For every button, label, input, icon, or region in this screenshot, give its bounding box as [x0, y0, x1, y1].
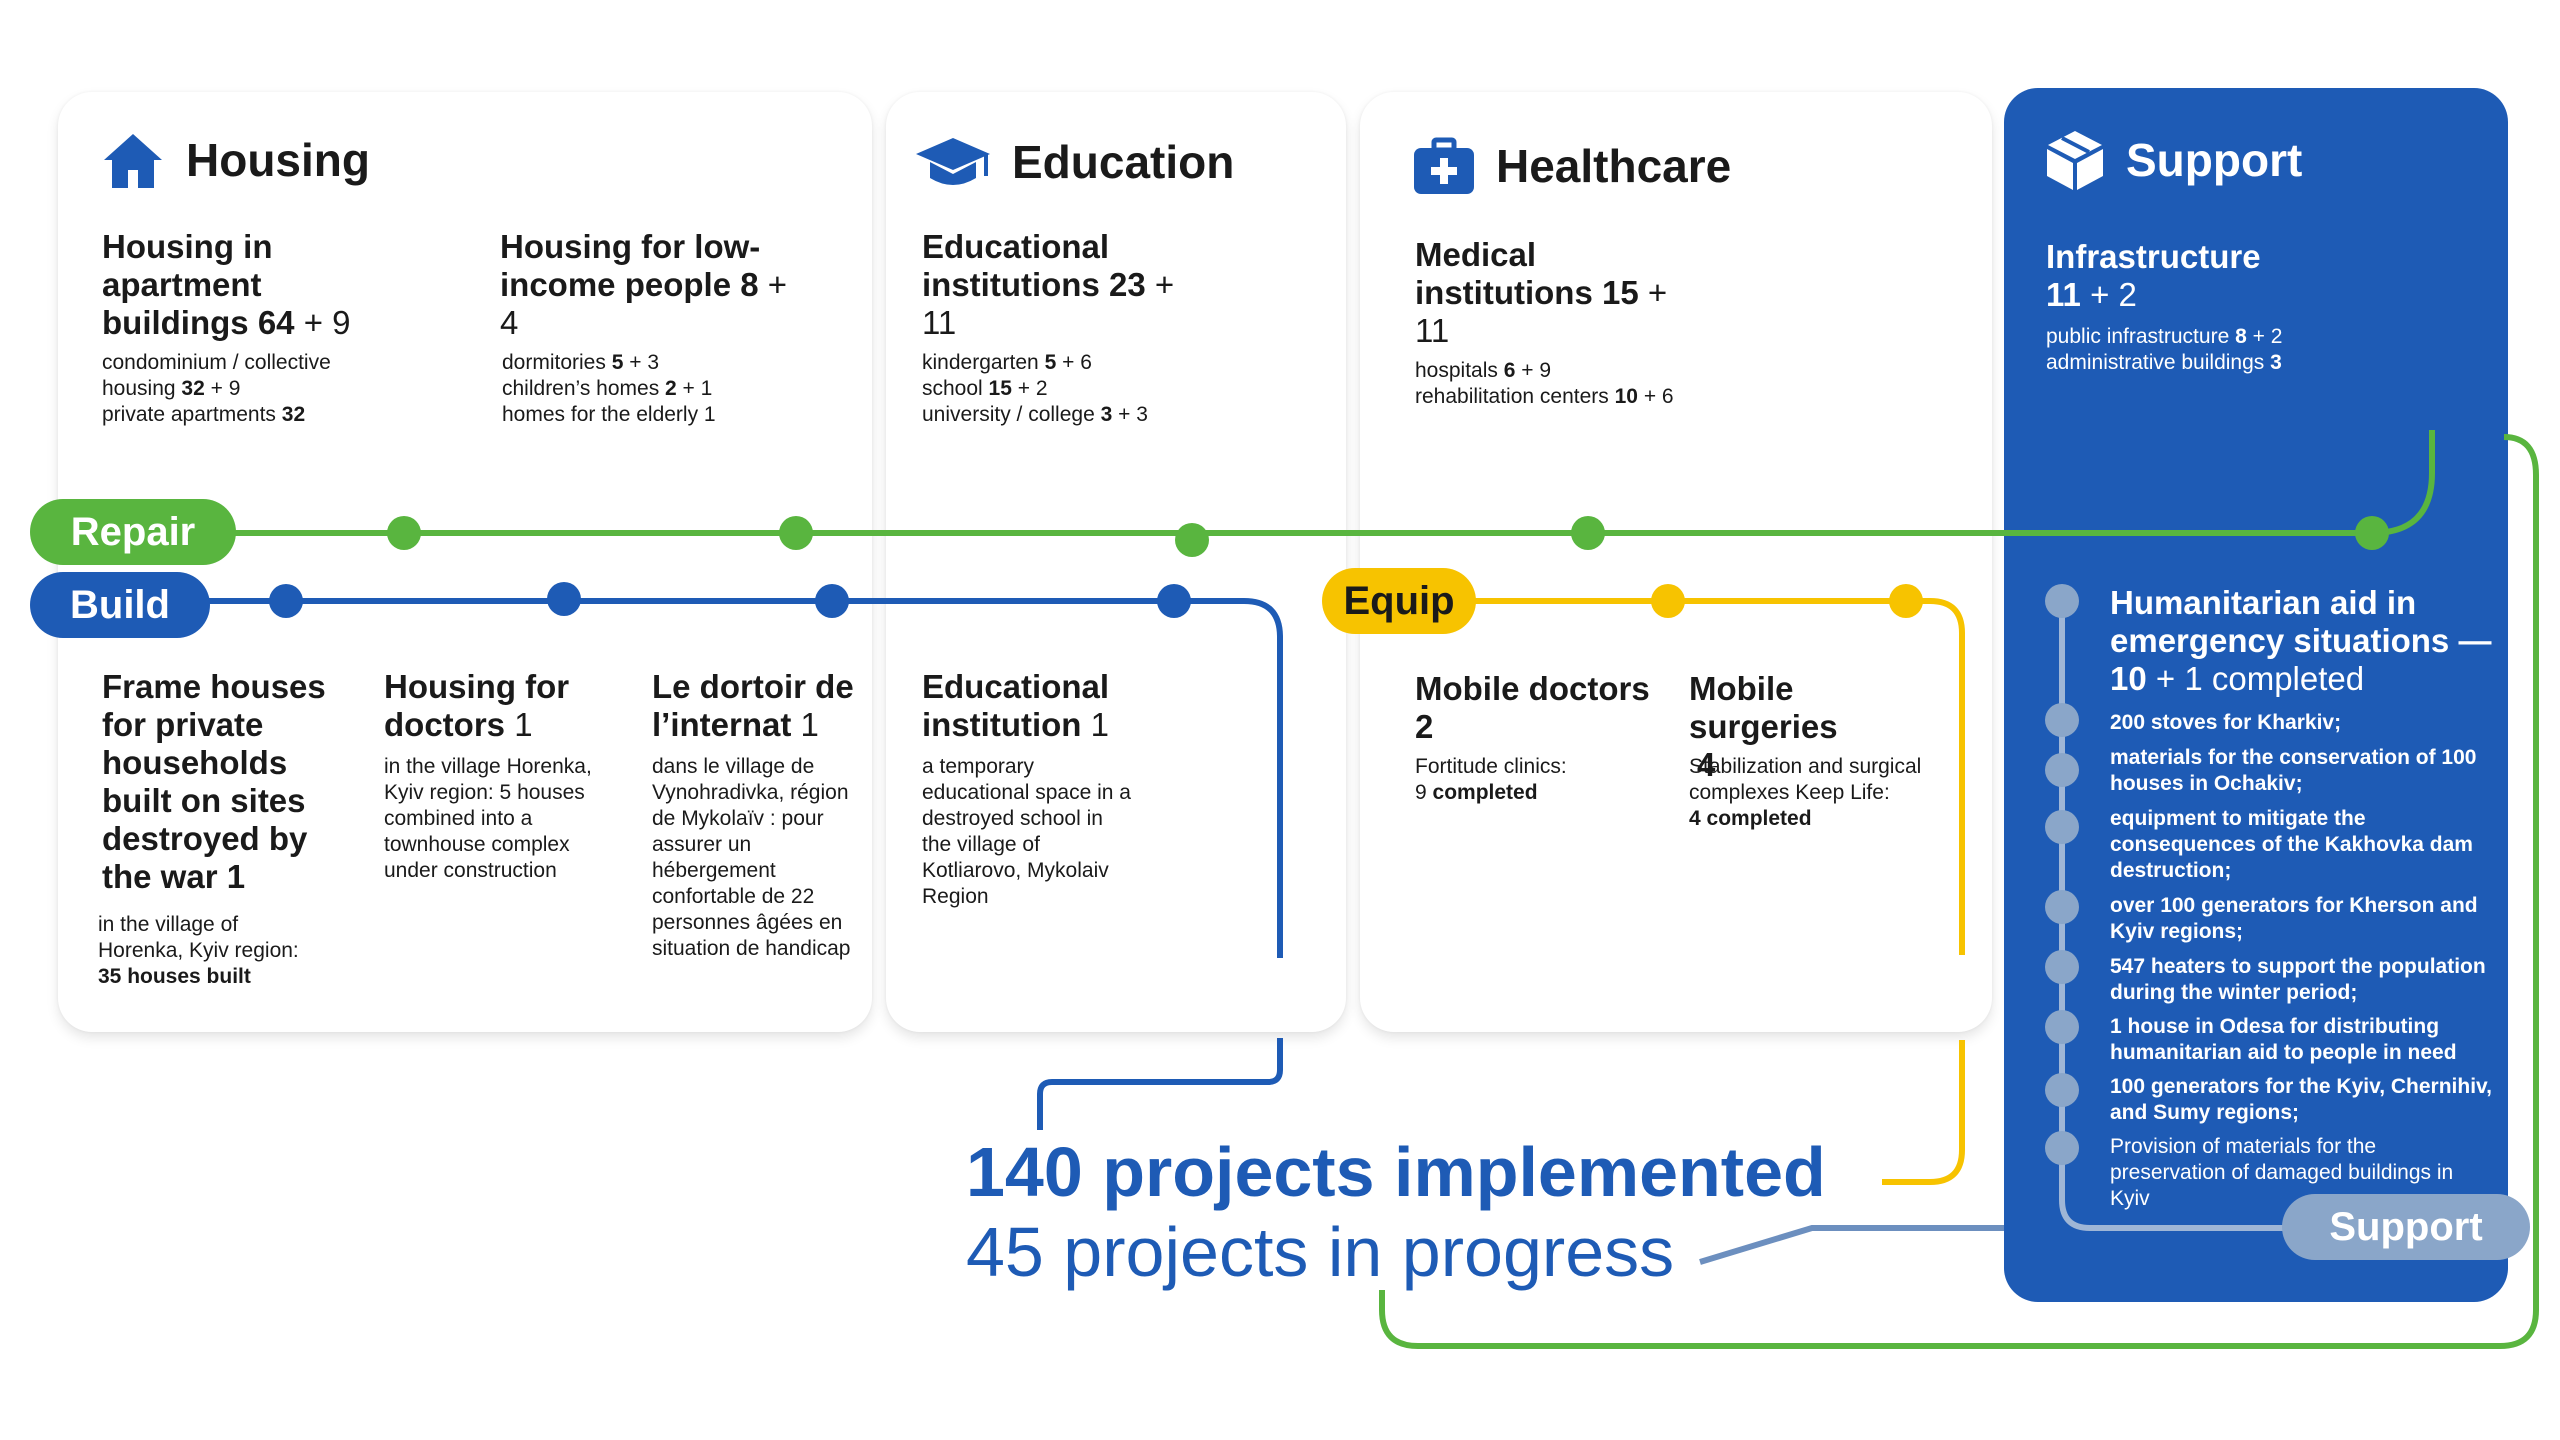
support-dot: [2045, 810, 2079, 844]
housing-apartment-details: condominium / collective housing 32 + 9 …: [102, 351, 331, 426]
build-dortoir-details: dans le village de Vynohradivka, région …: [652, 755, 851, 960]
build-dot: [815, 584, 849, 618]
support-line: [2059, 600, 2300, 1231]
healthcare-medical-title: Medical institutions 15 + 11: [1415, 236, 1668, 349]
education-header: Education: [914, 134, 1234, 190]
support-dot: [2045, 1010, 2079, 1044]
repair-pill: Repair: [30, 499, 236, 565]
equip-doctors-title: Mobile doctors 2: [1415, 670, 1650, 745]
aid-item: Provision of materials for the preservat…: [2110, 1135, 2454, 1210]
support-header: Support: [2044, 128, 2302, 192]
medical-kit-icon: [1414, 137, 1474, 194]
support-dot: [2045, 703, 2079, 737]
education-institutions-details: kindergarten 5 + 6 school 15 + 2 univers…: [922, 351, 1148, 426]
support-aid-title: Humanitarian aid in emergency situations…: [2110, 584, 2492, 697]
equip-dot: [1651, 584, 1685, 618]
equip-to-total-line: [1882, 1040, 1965, 1185]
build-frame-title: Frame houses for private households buil…: [102, 668, 326, 895]
support-pill: Support: [2282, 1194, 2530, 1260]
healthcare-card: [1360, 92, 1992, 1032]
support-dot: [2045, 753, 2079, 787]
support-dot: [2045, 584, 2079, 618]
equip-dot: [1889, 584, 1923, 618]
support-infrastructure-details: public infrastructure 8 + 2 administrati…: [2046, 325, 2283, 374]
build-doctors-title: Housing for doctors 1: [384, 668, 570, 743]
aid-item: 100 generators for the Kyiv, Chernihiv, …: [2110, 1075, 2492, 1124]
repair-to-total-line: [1379, 434, 2539, 1349]
aid-item: 547 heaters to support the population du…: [2110, 955, 2486, 1004]
aid-item: over 100 generators for Kherson and Kyiv…: [2110, 894, 2478, 943]
housing-lowincome-details: dormitories 5 + 3 children’s homes 2 + 1…: [502, 351, 716, 426]
equip-line: [1420, 598, 1965, 955]
education-title: Education: [1012, 136, 1235, 188]
housing-lowincome-title: Housing for low-income people 8 + 4: [500, 228, 788, 341]
build-frame-details: in the village of Horenka, Kyiv region: …: [98, 913, 299, 988]
build-to-total-line: [1037, 1038, 1283, 1130]
support-title: Support: [2126, 134, 2303, 186]
graduation-cap-icon: [916, 138, 990, 185]
build-edu-title: Educational institution 1: [922, 668, 1110, 743]
healthcare-header: Healthcare: [1412, 136, 1731, 196]
support-dot: [2045, 1131, 2079, 1165]
repair-dot: [1571, 516, 1605, 550]
support-to-total-line: [1699, 1225, 2004, 1265]
equip-pill: Equip: [1322, 568, 1476, 634]
support-dot: [2045, 890, 2079, 924]
repair-dot: [779, 516, 813, 550]
build-dot: [269, 584, 303, 618]
build-dot: [547, 582, 581, 616]
build-line: [140, 598, 1283, 958]
support-card: [2004, 88, 2508, 1302]
projects-implemented: 140 projects implemented: [966, 1133, 1826, 1211]
repair-dot: [1175, 523, 1209, 557]
support-dot: [2045, 1073, 2079, 1107]
build-pill: Build: [30, 572, 210, 638]
repair-dot: [387, 516, 421, 550]
housing-title: Housing: [186, 134, 370, 186]
repair-dot: [2355, 516, 2389, 550]
healthcare-title: Healthcare: [1496, 140, 1732, 192]
build-edu-details: a temporary educational space in a destr…: [922, 755, 1131, 908]
aid-item: 200 stoves for Kharkiv;: [2110, 711, 2342, 734]
aid-item: 1 house in Odesa for distributing humani…: [2110, 1015, 2457, 1064]
house-icon: [104, 134, 162, 188]
education-institutions-title: Educational institutions 23 + 11: [922, 228, 1175, 341]
healthcare-medical-details: hospitals 6 + 9 rehabilitation centers 1…: [1415, 359, 1674, 408]
support-dot: [2045, 950, 2079, 984]
aid-item: equipment to mitigate the consequences o…: [2110, 807, 2473, 882]
repair-line: [140, 430, 2435, 536]
box-icon: [2047, 131, 2103, 190]
projects-in-progress: 45 projects in progress: [966, 1213, 1675, 1291]
build-doctors-details: in the village Horenka, Kyiv region: 5 h…: [384, 755, 592, 882]
build-dot: [1157, 584, 1191, 618]
support-infrastructure-title: Infrastructure 11 + 2: [2046, 238, 2261, 313]
equip-surgeries-details: Stabilization and surgical complexes Kee…: [1689, 755, 1922, 830]
build-dortoir-title: Le dortoir de l’internat 1: [652, 668, 854, 743]
equip-doctors-details: Fortitude clinics: 9 completed: [1415, 755, 1567, 804]
equip-surgeries-title: Mobile surgeries 4: [1689, 670, 1838, 783]
aid-item: materials for the conservation of 100 ho…: [2110, 746, 2477, 795]
housing-header: Housing: [100, 130, 370, 190]
housing-apartment-title: Housing in apartment buildings 64 + 9: [102, 228, 351, 341]
education-card: [886, 92, 1346, 1032]
